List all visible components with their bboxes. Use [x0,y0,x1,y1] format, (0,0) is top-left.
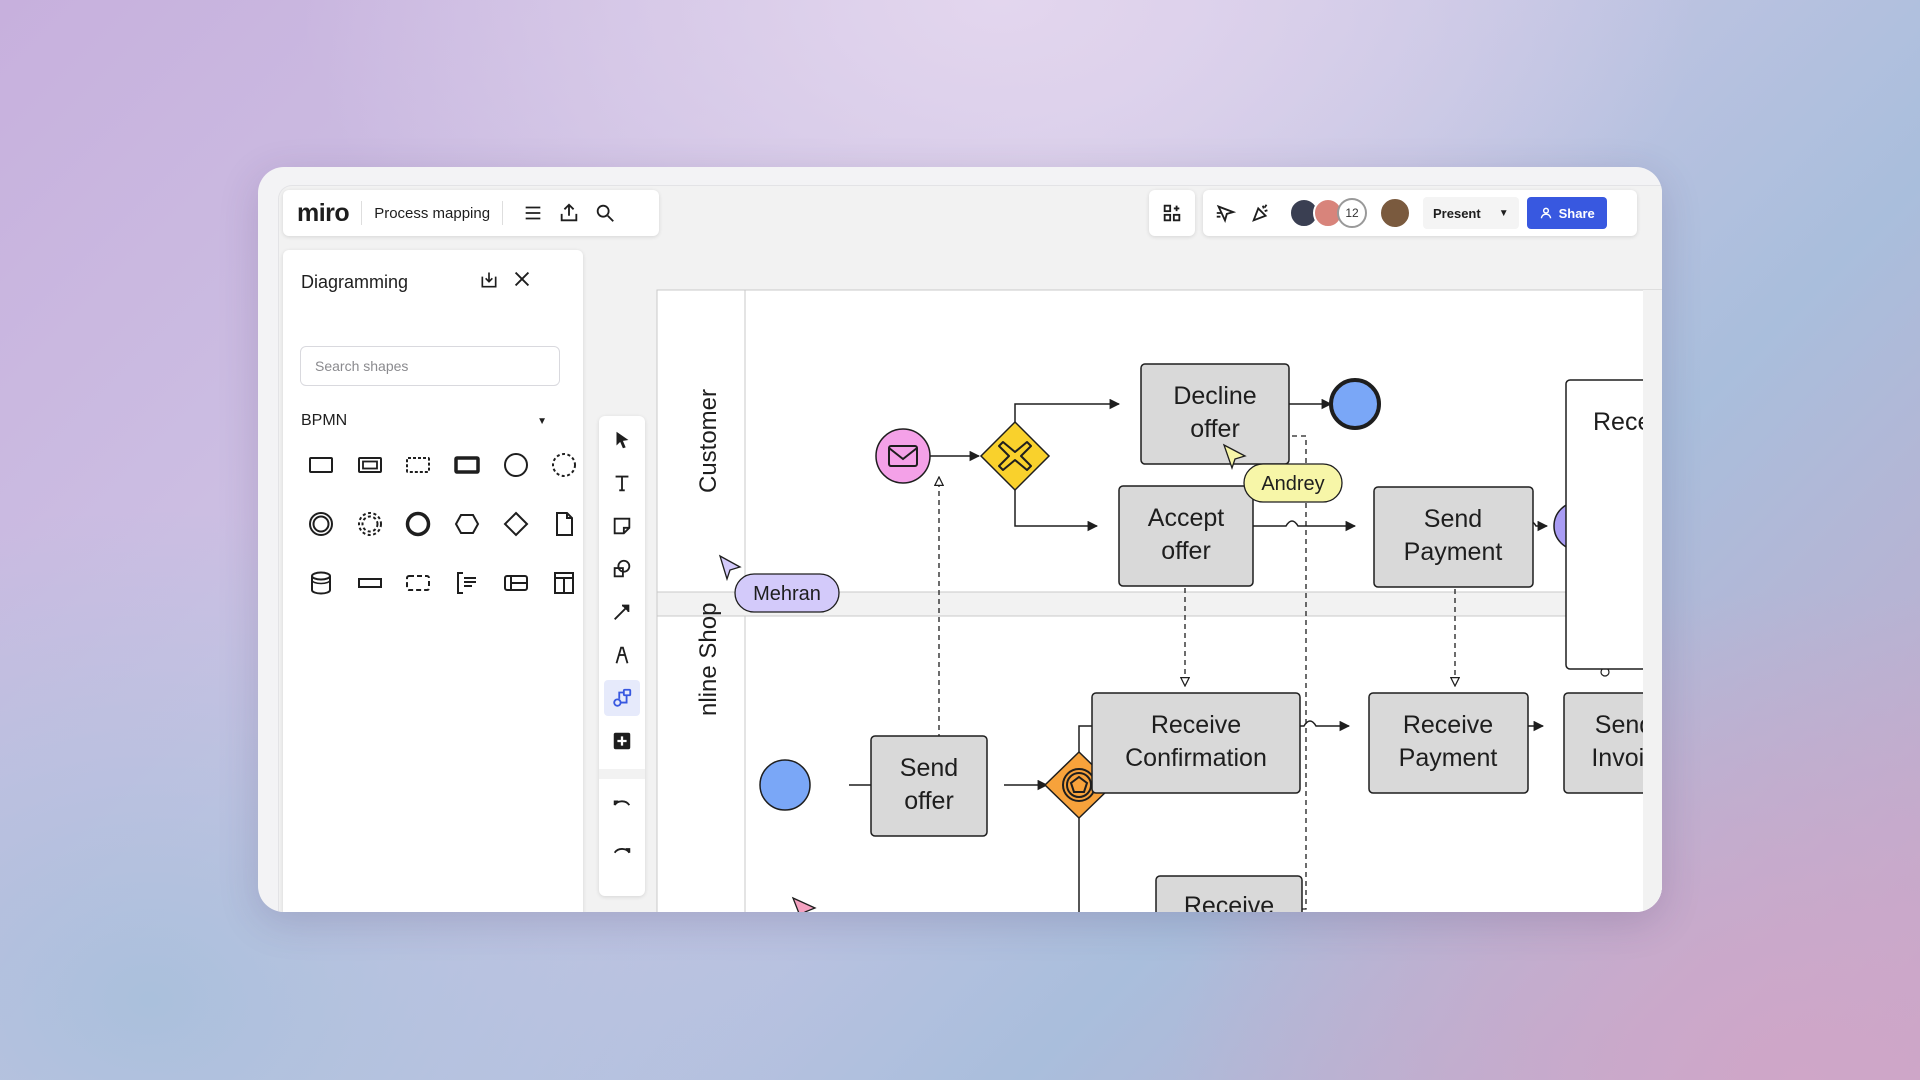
exclusive-gateway[interactable] [979,420,1051,492]
board-area: Customer nline Shop [278,185,1662,912]
divider [361,201,363,225]
present-label: Present [1433,205,1481,221]
chevron-down-icon[interactable]: ▼ [1498,207,1509,219]
apps-bar [1149,190,1195,236]
non-interrupting-event-shape-icon[interactable] [540,435,589,494]
shapes-icon[interactable] [604,551,640,587]
task-receive-bottom[interactable]: Receive [1155,875,1303,912]
svg-text:Receive: Receive [1184,892,1274,912]
diagramming-icon[interactable] [604,680,640,716]
collaborator-count[interactable]: 12 [1337,198,1367,228]
svg-text:Decline: Decline [1173,382,1256,410]
panel-title: Diagramming [301,272,409,292]
task-decline-offer[interactable]: Decline offer [1140,363,1290,465]
canvas-right-gutter [1643,290,1662,912]
start-event[interactable] [759,759,811,811]
chevron-down-icon[interactable]: ▼ [537,415,547,427]
hexagon-shape-icon[interactable] [443,494,492,553]
svg-text:Confirmation: Confirmation [1125,744,1267,772]
cursor-mehran: Mehran [718,554,840,613]
annotation-shape-icon[interactable] [443,553,492,612]
share-label: Share [1558,205,1595,221]
task-receive-confirmation[interactable]: Receive Confirmation [1091,692,1301,794]
lane-label-customer: Customer [695,389,722,493]
svg-text:Mehran: Mehran [753,583,821,605]
miro-logo[interactable]: miro [297,198,350,227]
group-shape-icon[interactable] [394,553,443,612]
message-event[interactable] [875,428,931,484]
apps-grid-icon[interactable] [1154,195,1190,231]
cursor-partial [791,896,817,912]
svg-text:Receive: Receive [1403,711,1493,739]
task-send-offer[interactable]: Send offer [870,735,988,837]
data-object-shape-icon[interactable] [540,494,589,553]
search-icon[interactable] [587,195,623,231]
event-subprocess-shape-icon[interactable] [394,435,443,494]
non-interrupting-intermediate-shape-icon[interactable] [346,494,395,553]
svg-text:offer: offer [904,787,954,815]
call-activity-shape-icon[interactable] [443,435,492,494]
user-icon [1540,207,1551,219]
redo-icon[interactable] [604,832,640,868]
task-accept-offer[interactable]: Accept offer [1118,485,1254,587]
toolbar-divider [599,769,645,779]
svg-text:Send: Send [1424,505,1482,533]
envelope-icon [888,445,918,467]
connector-line-icon[interactable] [604,594,640,630]
current-user-avatar[interactable] [1379,197,1411,229]
svg-text:Send: Send [900,754,958,782]
diagramming-panel: Diagramming BPMN ▼ [283,250,583,912]
cursor-andrey: Andrey [1222,443,1343,503]
subprocess-shape-icon[interactable] [346,435,395,494]
pen-icon[interactable] [604,637,640,673]
lane-label-online-shop: nline Shop [695,603,722,716]
text-icon[interactable] [604,465,640,501]
board-title[interactable]: Process mapping [374,204,491,222]
intermediate-event-shape-icon[interactable] [297,494,346,553]
end-event-shape-icon[interactable] [394,494,443,553]
task-send-payment[interactable]: Send Payment [1373,486,1534,588]
svg-text:Payment: Payment [1404,538,1503,566]
svg-text:Andrey: Andrey [1261,473,1324,495]
lane-shape-icon[interactable] [346,553,395,612]
select-cursor-icon[interactable] [604,422,640,458]
table-shape-icon[interactable] [540,553,589,612]
divider [502,201,504,225]
follow-cursor-icon[interactable] [1207,195,1243,231]
app-window: Customer nline Shop [258,167,1662,912]
close-icon[interactable] [511,268,533,295]
top-left-bar: miro Process mapping [283,190,659,236]
bpmn-shape-grid [297,435,587,612]
diagram-canvas[interactable]: Customer nline Shop [279,186,1662,912]
collaboration-bar: 12 Present ▼ Share [1203,190,1637,236]
end-event[interactable] [1329,378,1381,430]
data-store-shape-icon[interactable] [297,553,346,612]
collaborator-avatars[interactable]: 12 [1289,198,1367,228]
search-shapes-input[interactable] [300,346,560,386]
save-to-library-icon[interactable] [479,270,499,295]
gateway-shape-icon[interactable] [491,494,540,553]
svg-text:offer: offer [1190,415,1240,443]
export-icon[interactable] [551,195,587,231]
section-label: BPMN [301,412,348,429]
task-receive-payment[interactable]: Receive Payment [1368,692,1529,794]
sticky-note-icon[interactable] [604,508,640,544]
svg-text:Accept: Accept [1148,504,1224,532]
task-send-invoice[interactable]: Send Invoic [1563,692,1662,794]
undo-icon[interactable] [604,788,640,824]
svg-text:offer: offer [1161,537,1211,565]
celebrate-icon[interactable] [1243,195,1279,231]
creation-toolbar [599,416,645,896]
bpmn-section-header[interactable]: BPMN ▼ [301,412,571,430]
svg-text:Receive: Receive [1151,711,1241,739]
add-more-icon[interactable] [604,723,640,759]
task-shape-icon[interactable] [297,435,346,494]
share-button[interactable]: Share [1526,197,1607,229]
pool-shape-icon[interactable] [491,553,540,612]
menu-icon[interactable] [515,195,551,231]
svg-text:Payment: Payment [1399,744,1498,772]
start-event-shape-icon[interactable] [491,435,540,494]
x-cross-icon [998,441,1032,471]
present-button[interactable]: Present ▼ [1423,197,1519,229]
